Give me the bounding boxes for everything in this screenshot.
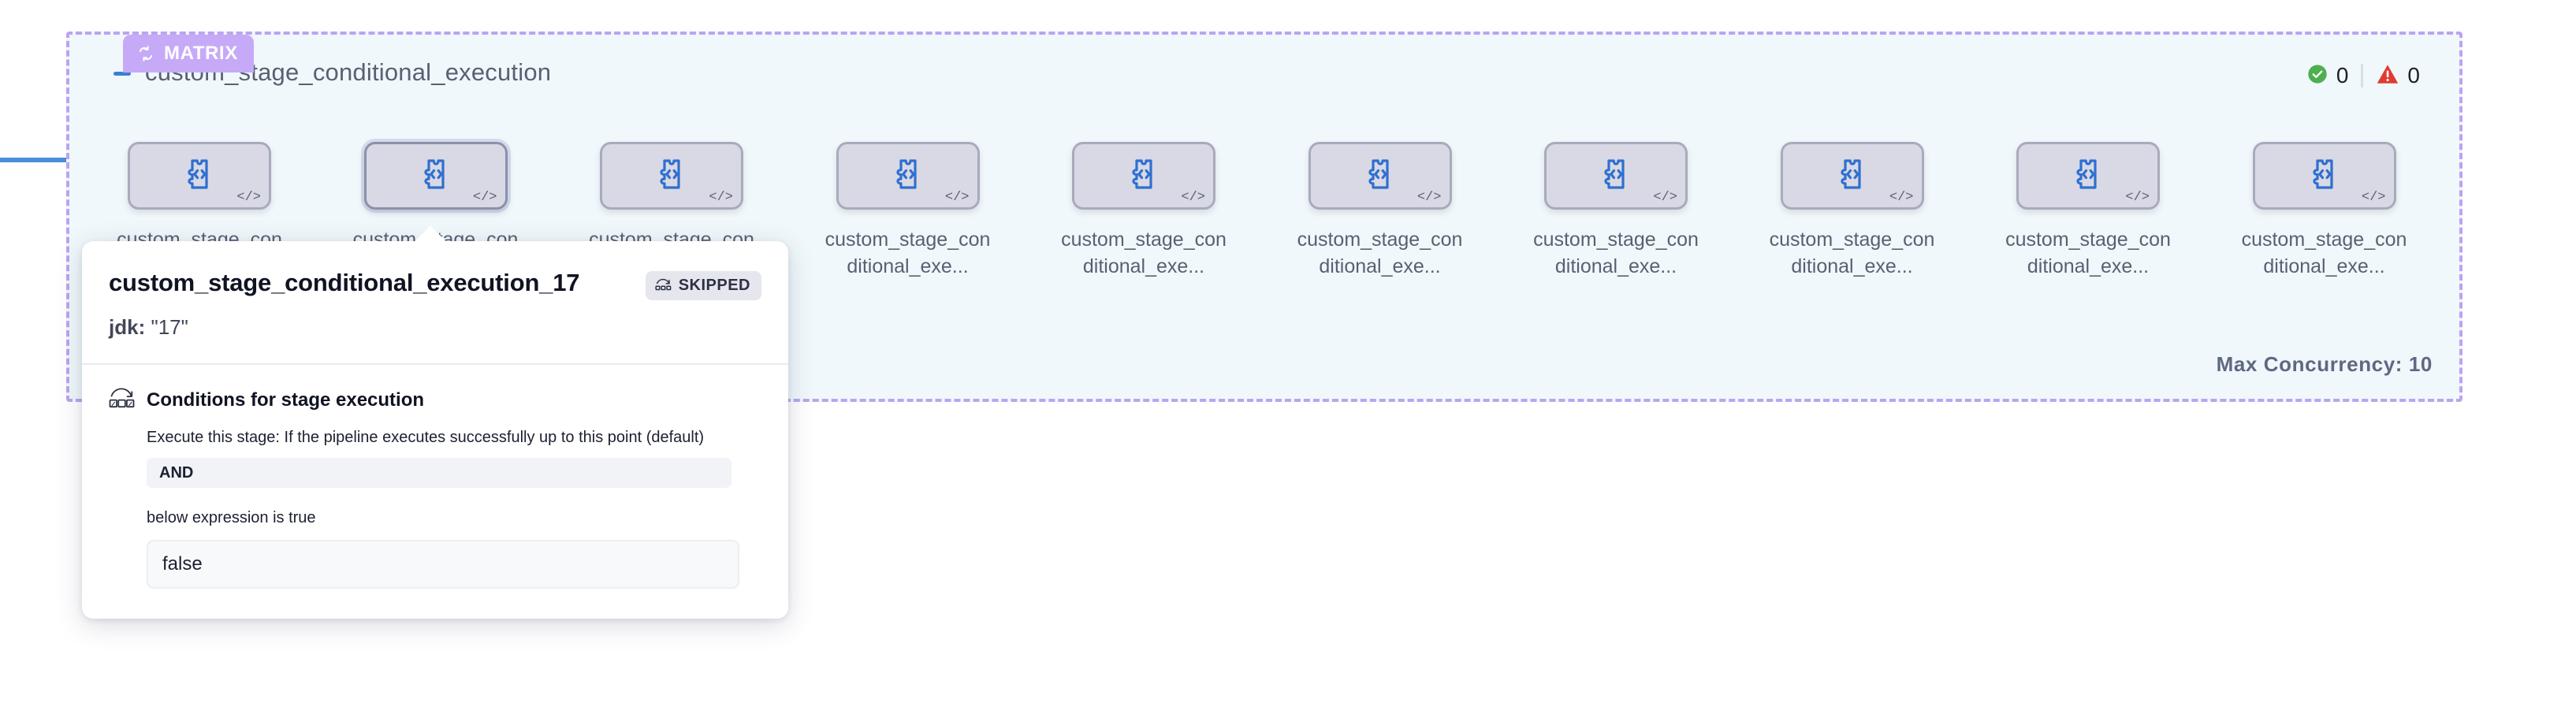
popover-arrow [413,225,448,242]
matrix-node[interactable]: </> custom_stage_conditional_exe... [1993,142,2183,280]
custom-stage-code-icon [418,156,454,196]
code-brackets-icon: </> [1889,190,1914,205]
custom-stage-code-icon [1598,156,1634,196]
custom-stage-code-icon [2070,156,2106,196]
max-concurrency-label: Max Concurrency: 10 [2216,352,2433,376]
stage-node-label: custom_stage_conditional_exe... [2005,229,2171,277]
success-status[interactable]: 0 [2294,63,2362,89]
matrix-node[interactable]: </> custom_stage_conditional_exe... [1521,142,1711,280]
matrix-node[interactable]: </> custom_stage_conditional_exe... [1286,142,1475,280]
stage-node-box[interactable]: </> [363,142,508,210]
matrix-parameter: jdk: "17" [109,315,761,340]
stage-node-label: custom_stage_conditional_exe... [1297,229,1463,277]
matrix-parameter-key: jdk: [109,315,146,339]
matrix-node[interactable]: </> custom_stage_conditional_exe... [1758,142,1947,280]
status-badge-label: SKIPPED [678,277,750,294]
stage-node-box[interactable]: </> [2016,142,2160,210]
code-brackets-icon: </> [709,190,733,205]
success-count: 0 [2336,63,2349,87]
code-brackets-icon: </> [944,190,970,205]
status-badge: SKIPPED [645,271,761,300]
popover-divider [82,363,788,366]
conditions-expression-label: below expression is true [147,509,316,527]
matrix-parameter-value: "17" [151,315,188,339]
stage-node-label: custom_stage_conditional_exe... [1533,229,1699,277]
matrix-node[interactable]: </> custom_stage_conditional_exe... [1049,142,1238,280]
popover-title: custom_stage_conditional_execution_17 [109,269,580,296]
minus-icon[interactable] [109,60,136,87]
code-brackets-icon: </> [2125,190,2150,205]
skip-arc-icon [655,277,672,295]
stage-node-box[interactable]: </> [1780,142,1924,210]
matrix-group-header: custom_stage_conditional_execution 0 [69,35,2459,107]
stage-node-label: custom_stage_conditional_exe... [825,229,991,277]
stage-node-label: custom_stage_conditional_exe... [1769,229,1935,277]
stage-node-box[interactable]: </> [1072,142,1215,210]
matrix-nodes-row: </> custom_stage_conditional_exe... </> cus… [69,142,2459,331]
conditional-execution-icon [109,387,135,413]
custom-stage-code-icon [1834,156,1871,196]
matrix-badge: MATRIX [123,35,254,73]
matrix-node[interactable]: </> custom_stage_conditional_exe... [2230,142,2419,280]
code-brackets-icon: </> [1653,190,1677,205]
code-brackets-icon: </> [1181,190,1205,205]
check-circle-icon [2306,63,2328,89]
code-brackets-icon: </> [472,190,497,205]
warning-count: 0 [2407,63,2420,87]
custom-stage-code-icon [1362,156,1398,196]
stage-node-box[interactable]: </> [600,142,743,210]
stage-node-box[interactable]: </> [836,142,980,210]
stage-node-label: custom_stage_conditional_exe... [2241,229,2407,277]
conditions-title: Conditions for stage execution [147,389,425,411]
incoming-connector-line [0,158,73,162]
matrix-badge-label: MATRIX [164,43,238,64]
code-brackets-icon: </> [236,190,261,205]
code-brackets-icon: </> [1416,190,1442,205]
stage-node-label: custom_stage_conditional_exe... [1061,229,1227,277]
matrix-status-summary: 0 0 [2294,61,2433,90]
loop-icon [136,44,155,63]
warning-status[interactable]: 0 [2363,63,2433,89]
custom-stage-code-icon [181,156,218,196]
stage-details-popover: custom_stage_conditional_execution_17 SK… [82,241,788,619]
custom-stage-code-icon [890,156,926,196]
conditions-description: Execute this stage: If the pipeline exec… [147,429,705,447]
matrix-node[interactable]: </> custom_stage_conditional_exe... [813,142,1003,280]
code-brackets-icon: </> [2361,190,2386,205]
custom-stage-code-icon [2306,156,2343,196]
status-divider [2361,64,2364,87]
custom-stage-code-icon [1126,156,1162,196]
conditions-expression-value: false [147,540,739,589]
conditions-header: Conditions for stage execution [109,387,761,413]
conditions-operator-field: AND [147,458,731,489]
popover-header: custom_stage_conditional_execution_17 SK… [82,241,788,363]
popover-body: Conditions for stage execution Execute t… [82,365,788,619]
warning-triangle-icon [2376,63,2399,89]
stage-node-box[interactable]: </> [128,142,271,210]
custom-stage-code-icon [653,156,690,196]
stage-node-box[interactable]: </> [2252,142,2396,210]
stage-node-box[interactable]: </> [1308,142,1452,210]
stage-node-box[interactable]: </> [1544,142,1688,210]
